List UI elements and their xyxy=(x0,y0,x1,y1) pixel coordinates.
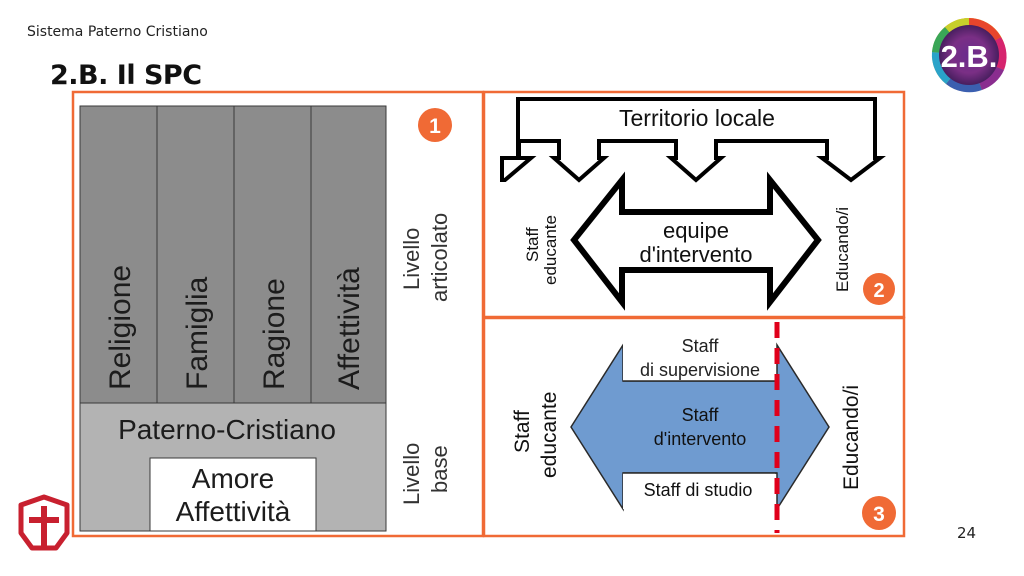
pillar-affettivita xyxy=(310,105,387,404)
intervention-label-line2: d'intervento xyxy=(654,429,747,449)
panel-1-number-badge xyxy=(418,108,452,142)
panel-2-right-label: Educando/i xyxy=(833,207,852,292)
header-title: Sistema Paterno Cristiano xyxy=(27,24,208,40)
equipe-label-line1: equipe xyxy=(663,218,729,243)
panel-2-left-line2: educante xyxy=(541,215,560,285)
panel-3-left-line1: Staff xyxy=(511,410,534,453)
supervision-label-line2: di supervisione xyxy=(640,360,760,380)
intervention-label-line1: Staff xyxy=(682,405,720,425)
pillar-label-famiglia: Famiglia xyxy=(181,276,214,390)
panel-2-number: 2 xyxy=(873,280,884,302)
panel-3-left-line2: educante xyxy=(538,392,561,478)
pillar-label-ragione: Ragione xyxy=(258,278,291,390)
supervision-box xyxy=(623,330,775,381)
equipe-label-line2: d'intervento xyxy=(639,242,752,267)
panel-3-number-badge xyxy=(862,496,896,530)
pillar-label-affettivita: Affettività xyxy=(333,267,366,390)
base-label: Paterno-Cristiano xyxy=(118,414,336,445)
supervision-label-line1: Staff xyxy=(682,336,720,356)
pillars-group xyxy=(79,105,387,404)
panel-1-number: 1 xyxy=(429,115,441,138)
core-block xyxy=(149,457,317,532)
territory-label: Territorio locale xyxy=(619,105,775,131)
territory-arrow-shape xyxy=(500,97,886,183)
equipe-arrow-shape xyxy=(570,171,822,311)
panel-2-left-line1: Staff xyxy=(523,227,542,262)
panel-3-right-label: Educando/i xyxy=(840,385,863,490)
study-box xyxy=(623,473,775,509)
level-base-line1: Livello xyxy=(399,443,424,505)
slide-title: 2.B. Il SPC xyxy=(50,60,202,91)
pillar-ragione xyxy=(233,105,312,404)
cross-shield-logo-icon xyxy=(18,494,70,551)
pillar-label-religione: Religione xyxy=(104,265,137,390)
level-base-line2: base xyxy=(427,445,452,493)
study-label: Staff di studio xyxy=(644,480,753,500)
core-label-line2: Affettività xyxy=(176,496,291,527)
panel-3-frame xyxy=(482,316,906,538)
level-articulated-line2: articolato xyxy=(427,213,452,302)
page-number: 24 xyxy=(957,524,977,542)
level-articulated-line1: Livello xyxy=(399,228,424,290)
rainbow-circle-badge-icon xyxy=(931,18,1007,93)
panel-2-number-badge xyxy=(863,273,895,305)
slide-badge: 2.B. xyxy=(941,39,998,74)
panel-3-number: 3 xyxy=(873,503,885,526)
core-label-line1: Amore xyxy=(192,463,274,494)
